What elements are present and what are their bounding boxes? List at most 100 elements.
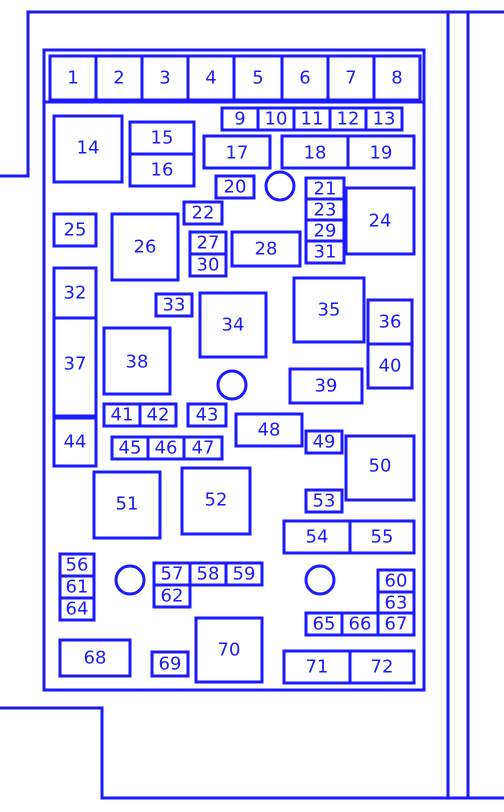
fuse-label: 29	[314, 221, 337, 242]
relay-70: 70	[194, 616, 264, 684]
housing-outline-bottom	[0, 706, 504, 800]
fuse-33: 33	[154, 292, 194, 318]
fuse-65: 65	[304, 611, 344, 637]
mounting-hole	[216, 369, 248, 401]
fuse-label: 48	[258, 420, 281, 441]
fuse-6: 6	[280, 54, 330, 102]
fuse-panel-frame	[42, 48, 426, 692]
relay-51: 51	[92, 470, 162, 540]
fuse-label: 8	[391, 68, 402, 89]
fuse-36: 36	[366, 298, 414, 346]
fuse-label: 18	[304, 143, 327, 164]
fuse-25: 25	[52, 212, 98, 248]
fuse-label: 4	[205, 68, 216, 89]
fuse-label: 42	[147, 405, 170, 426]
fuse-label: 50	[369, 456, 392, 477]
fuse-label: 34	[222, 315, 245, 336]
fuse-label: 32	[64, 283, 87, 304]
fuse-43: 43	[186, 402, 228, 428]
fuse-label: 67	[385, 614, 408, 635]
fuse-44: 44	[52, 416, 98, 468]
fuse-15: 15	[128, 120, 196, 156]
fuse-label: 72	[371, 657, 394, 678]
fuse-label: 58	[197, 564, 220, 585]
fuse-42: 42	[138, 402, 178, 428]
relay-38: 38	[102, 326, 172, 396]
fuse-label: 57	[161, 564, 184, 585]
fuse-66: 66	[340, 611, 380, 637]
fuse-7: 7	[326, 54, 376, 102]
fuse-1: 1	[48, 54, 98, 102]
fuse-49: 49	[304, 429, 344, 455]
fuse-69: 69	[150, 650, 190, 678]
fuse-label: 31	[314, 242, 337, 263]
fuse-label: 35	[318, 300, 341, 321]
fuse-label: 40	[379, 356, 402, 377]
fuse-label: 36	[379, 312, 402, 333]
fuse-label: 59	[233, 564, 256, 585]
fuse-label: 23	[314, 200, 337, 221]
fuse-label: 53	[313, 491, 336, 512]
relay-35: 35	[292, 276, 366, 344]
fuse-label: 56	[66, 555, 89, 576]
fuse-label: 51	[116, 494, 139, 515]
fuse-68: 68	[58, 638, 132, 678]
fuse-48: 48	[234, 412, 304, 448]
fuse-label: 2	[113, 68, 124, 89]
fuse-label: 43	[196, 405, 219, 426]
fuse-19: 19	[346, 134, 416, 170]
fuse-18: 18	[280, 134, 350, 170]
fuse-label: 60	[385, 571, 408, 592]
fuse-32: 32	[52, 266, 98, 320]
fuse-label: 7	[345, 68, 356, 89]
fuse-label: 11	[301, 109, 324, 130]
fuse-16: 16	[128, 152, 196, 188]
fuse-label: 69	[159, 654, 182, 675]
relay-26: 26	[110, 212, 180, 282]
fuse-label: 14	[77, 138, 100, 159]
fuse-23: 23	[304, 197, 346, 223]
fuse-61: 61	[58, 574, 96, 600]
fuse-40: 40	[366, 342, 414, 390]
fuse-45: 45	[110, 435, 150, 461]
fuse-label: 66	[349, 614, 372, 635]
fuse-label: 25	[64, 220, 87, 241]
fuse-5: 5	[232, 54, 284, 102]
fuse-label: 63	[385, 593, 408, 614]
fuse-11: 11	[292, 106, 332, 132]
fuse-label: 49	[313, 432, 336, 453]
fuse-30: 30	[188, 252, 228, 278]
fuse-4: 4	[186, 54, 236, 102]
fuse-56: 56	[58, 552, 96, 578]
fuse-55: 55	[348, 519, 416, 555]
fuse-72: 72	[348, 649, 416, 685]
fuse-label: 65	[313, 614, 336, 635]
housing-outline-top	[0, 10, 504, 178]
fuse-64: 64	[58, 596, 96, 622]
fuse-62: 62	[152, 583, 192, 609]
fuse-31: 31	[304, 239, 346, 265]
fuse-positions: 1 2 3 4 5 6 7 8 9 10 11 12 13 14 15 16 1…	[48, 54, 422, 685]
fuse-label: 33	[163, 295, 186, 316]
fuse-54: 54	[282, 519, 352, 555]
fuse-21: 21	[304, 176, 346, 202]
fuse-label: 6	[299, 68, 310, 89]
fuse-label: 54	[306, 527, 329, 548]
fuse-label: 19	[370, 143, 393, 164]
fuse-label: 52	[205, 490, 228, 511]
fuse-label: 17	[226, 143, 249, 164]
relay-50: 50	[344, 434, 416, 502]
fuse-67: 67	[376, 611, 416, 637]
fuse-label: 10	[265, 109, 288, 130]
fuse-label: 16	[151, 160, 174, 181]
fuse-label: 39	[315, 376, 338, 397]
fuse-17: 17	[202, 134, 272, 170]
fuse-8: 8	[372, 54, 422, 102]
fuse-2: 2	[94, 54, 144, 102]
relay-24: 24	[344, 186, 416, 256]
mounting-hole	[114, 564, 146, 596]
fuse-label: 13	[373, 109, 396, 130]
fuse-71: 71	[282, 649, 352, 685]
fuse-label: 41	[111, 405, 134, 426]
fuse-10: 10	[256, 106, 296, 132]
